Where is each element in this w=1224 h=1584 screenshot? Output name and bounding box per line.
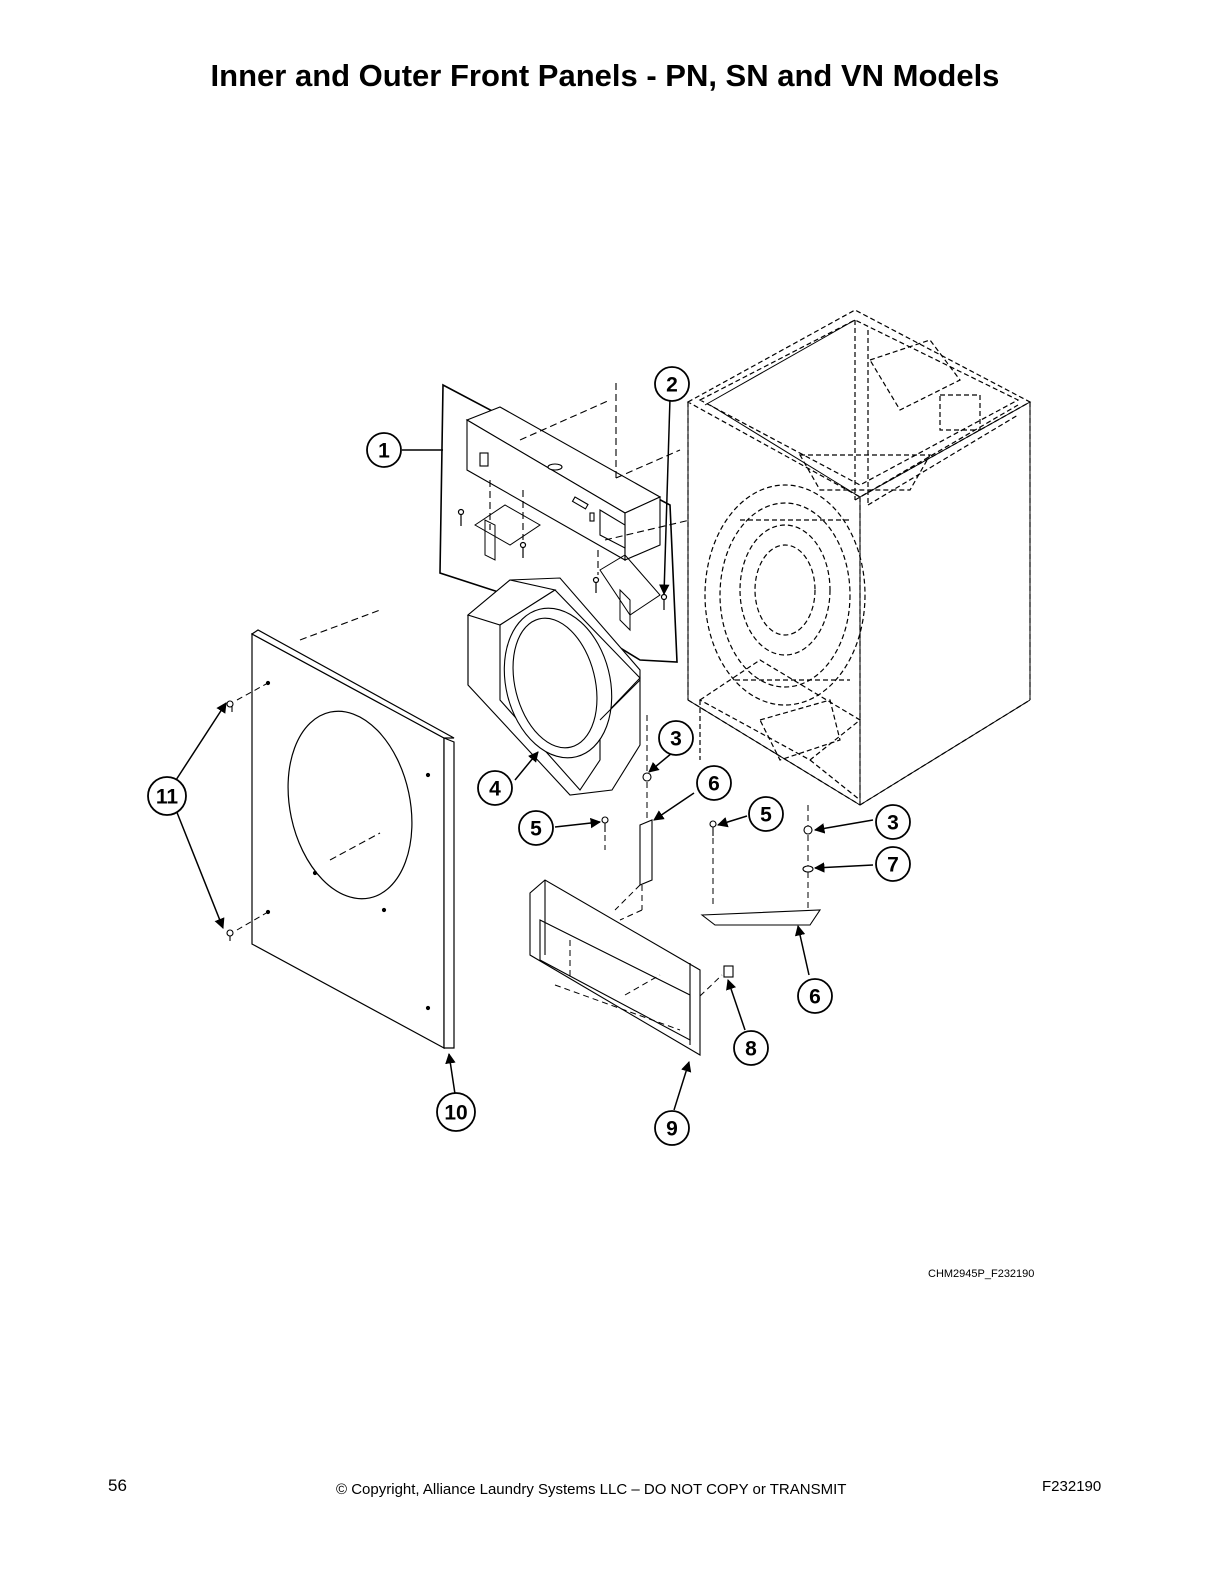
callout-circle-7 <box>875 846 911 882</box>
callout-3a: 3 <box>670 728 682 751</box>
callout-circle-6b <box>797 978 833 1014</box>
kick-panel-part <box>529 879 701 1056</box>
callout-9: 9 <box>666 1118 678 1141</box>
callout-circle-6a <box>696 765 732 801</box>
callout-circle-2 <box>654 366 690 402</box>
page-title: Inner and Outer Front Panels - PN, SN an… <box>210 58 1000 93</box>
callout-circle-5a <box>518 810 554 846</box>
kick-panel-leaders <box>554 885 681 1031</box>
cabinet-front-plate <box>687 319 1031 806</box>
lower-hardware-leaders <box>236 682 809 997</box>
callout-circle-3b <box>875 804 911 840</box>
copyright-notice: © Copyright, Alliance Laundry Systems LL… <box>336 1481 847 1498</box>
callout-circle-11 <box>147 776 187 816</box>
callout-8: 8 <box>745 1038 757 1061</box>
outer-panel-leaders <box>299 609 381 861</box>
callout-leaders <box>175 397 874 1111</box>
callout-labels: 1 2 3 4 6 5 5 3 7 6 8 9 10 11 <box>156 374 899 1141</box>
callout-circle-8 <box>733 1030 769 1066</box>
control-panel-part <box>465 406 662 561</box>
bracket-6-right <box>700 909 822 926</box>
callout-circle-1 <box>366 432 402 468</box>
bracket-6-left <box>639 819 653 886</box>
callout-6a: 6 <box>708 773 720 796</box>
callout-circle-10 <box>436 1092 476 1132</box>
callout-7: 7 <box>887 854 899 877</box>
control-panel-group-outline <box>439 383 678 663</box>
inner-front-panel-part <box>466 577 641 796</box>
callout-circle-9 <box>654 1110 690 1146</box>
callout-4: 4 <box>489 778 501 801</box>
callout-5b: 5 <box>760 804 772 827</box>
page-number: 56 <box>108 1476 127 1495</box>
callout-6b: 6 <box>809 986 821 1009</box>
callout-10: 10 <box>444 1102 467 1125</box>
outer-front-panel-part <box>250 629 455 1050</box>
control-panel-dashed-leaders <box>489 383 691 575</box>
callout-circles <box>147 366 911 1146</box>
callout-1: 1 <box>378 440 390 463</box>
callout-circle-3a <box>658 720 694 756</box>
callout-3b: 3 <box>887 812 899 835</box>
callout-11: 11 <box>156 786 179 809</box>
callout-circle-4 <box>477 770 513 806</box>
figure-id: CHM2945P_F232190 <box>928 1268 1035 1280</box>
callout-2: 2 <box>666 374 678 397</box>
hardware-parts <box>226 700 814 978</box>
control-panel-screws <box>457 508 668 610</box>
callout-5a: 5 <box>530 818 542 841</box>
callout-circle-5b <box>748 796 784 832</box>
document-id: F232190 <box>1042 1478 1102 1495</box>
